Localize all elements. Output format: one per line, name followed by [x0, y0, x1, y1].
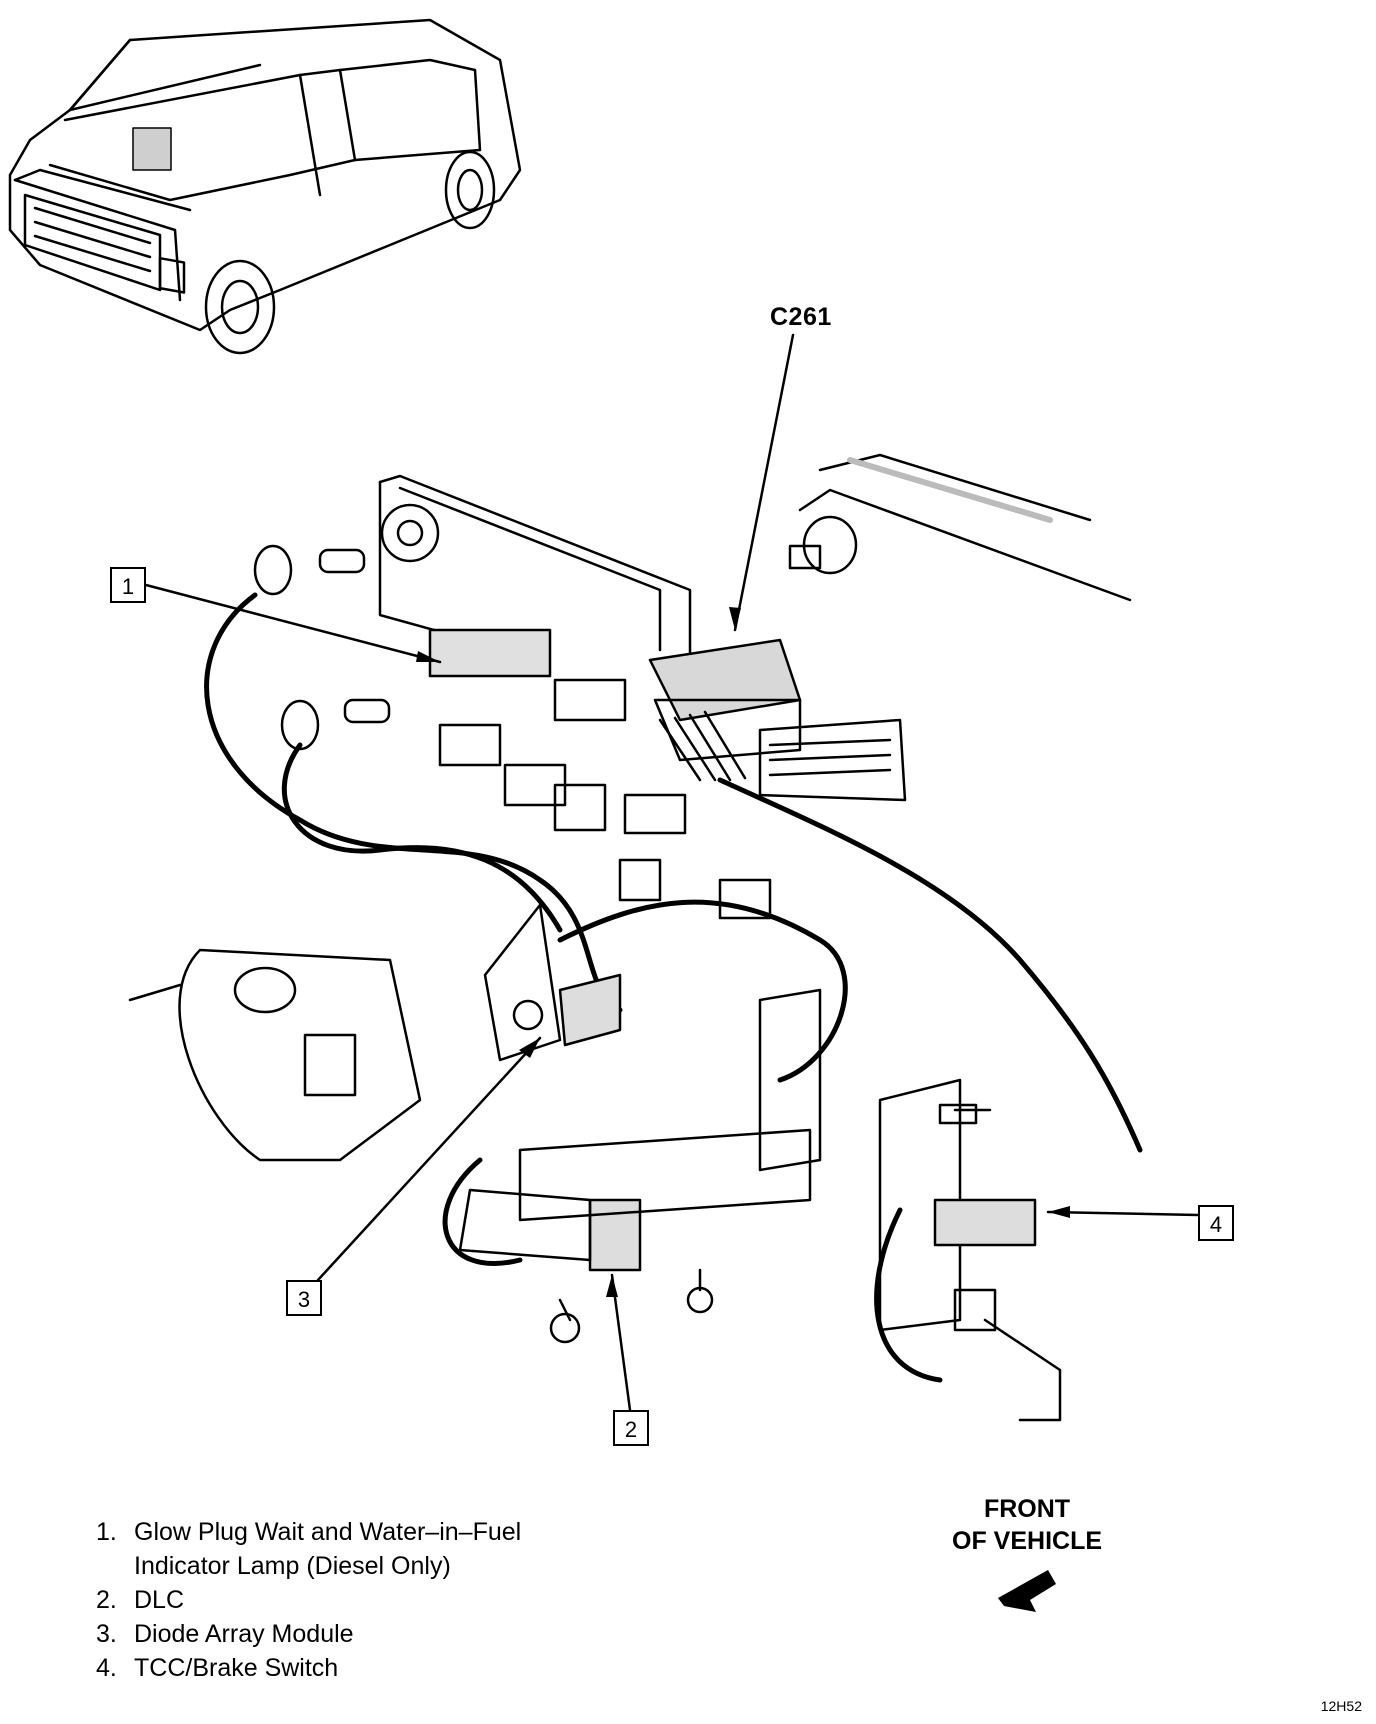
figure-id: 12H52 — [1320, 1698, 1362, 1714]
legend-item-4: 4. TCC/Brake Switch — [96, 1654, 339, 1682]
legend-item-2: 2. DLC — [96, 1586, 185, 1614]
callout-3: 3 — [286, 1280, 322, 1316]
dlc-connector — [458, 1128, 812, 1344]
legend-item-1: 1. Glow Plug Wait and Water–in–Fuel — [96, 1518, 522, 1546]
diode-array-bracket — [483, 903, 622, 1062]
legend-item-1-continued: Indicator Lamp (Diesel Only) — [134, 1552, 451, 1580]
callout-2: 2 — [613, 1410, 649, 1446]
component-left — [128, 948, 422, 1162]
legend: 1. Glow Plug Wait and Water–in–Fuel Indi… — [96, 1515, 521, 1685]
lamp-sockets — [253, 544, 391, 751]
pedal-bracket — [758, 988, 1062, 1422]
front-arrow — [998, 1570, 1056, 1612]
front-of-vehicle-label: FRONT OF VEHICLE — [952, 1495, 1103, 1555]
callout-4: 4 — [1198, 1205, 1234, 1241]
wiring-harness — [204, 592, 1143, 1383]
small-connectors — [438, 723, 772, 920]
c261-label: C261 — [770, 303, 832, 331]
glow-plug-lamp-module — [428, 628, 552, 678]
c261-connector — [648, 638, 907, 802]
legend-item-3: 3. Diode Array Module — [96, 1620, 354, 1648]
callout-1: 1 — [110, 567, 146, 603]
van-illustration — [8, 18, 522, 355]
leader-lines — [144, 333, 1200, 1412]
